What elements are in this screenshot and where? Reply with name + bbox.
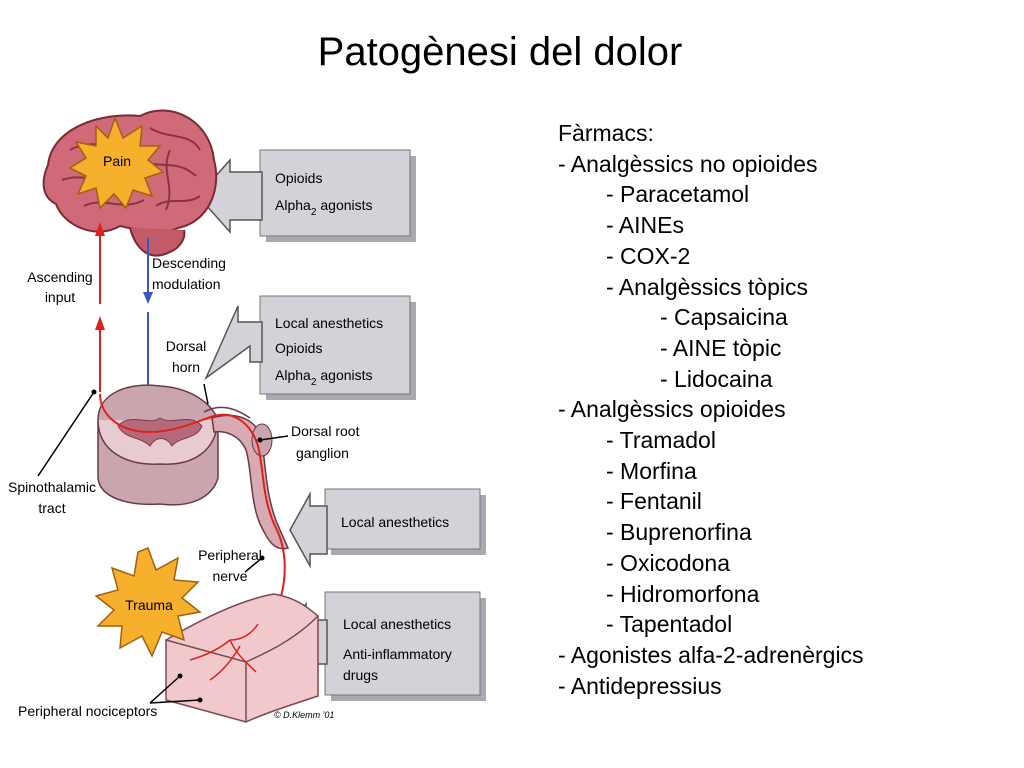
- list-item: - Tramadol: [606, 427, 716, 454]
- list-item: - Capsaicina: [660, 304, 788, 331]
- list-item: - Analgèssics tòpics: [606, 273, 808, 300]
- drug-list-heading: Fàrmacs:: [558, 120, 654, 146]
- list-item: - Morfina: [606, 457, 697, 484]
- list-item: - Buprenorfina: [606, 519, 752, 546]
- label-descending-modulation: Descending: [152, 255, 226, 271]
- svg-text:modulation: modulation: [152, 276, 221, 292]
- svg-text:nerve: nerve: [212, 568, 247, 584]
- svg-text:input: input: [45, 289, 75, 305]
- svg-text:Local anesthetics: Local anesthetics: [341, 514, 449, 530]
- svg-text:drugs: drugs: [343, 667, 378, 683]
- list-item: - Paracetamol: [606, 181, 750, 208]
- svg-text:Anti-inflammatory: Anti-inflammatory: [343, 646, 452, 662]
- list-item: - Antidepressius: [558, 672, 722, 699]
- list-item: - Tapentadol: [606, 611, 733, 638]
- drug-box-periphery: Local anesthetics Anti-inflammatory drug…: [279, 591, 486, 701]
- list-item: - AINE tòpic: [660, 334, 782, 361]
- list-item: - Fentanil: [606, 488, 702, 515]
- list-item: - Agonistes alfa-2-adrenèrgics: [558, 641, 864, 668]
- label-dorsal-horn: Dorsal: [166, 338, 206, 354]
- svg-text:Opioids: Opioids: [275, 340, 322, 356]
- svg-text:Local anesthetics: Local anesthetics: [275, 315, 383, 331]
- spinal-cord-illustration: [97, 384, 290, 550]
- label-dorsal-root-ganglion: Dorsal root: [291, 423, 360, 439]
- skin-tissue-illustration: [165, 593, 319, 723]
- label-ascending-input: Ascending: [27, 269, 92, 285]
- svg-text:Opioids: Opioids: [275, 170, 322, 186]
- list-item: - Hidromorfona: [606, 580, 760, 607]
- svg-text:horn: horn: [172, 359, 200, 375]
- list-item: - COX-2: [606, 242, 691, 269]
- trauma-burst-label: Trauma: [125, 597, 173, 613]
- list-item: - Oxicodona: [606, 549, 731, 576]
- list-item: - Analgèssics no opioides: [558, 150, 818, 177]
- label-spinothalamic-tract: Spinothalamic: [8, 479, 96, 495]
- label-peripheral-nerve: Peripheral: [198, 547, 262, 563]
- drug-list: Fàrmacs: - Analgèssics no opioides - Par…: [558, 118, 864, 701]
- pain-burst-label: Pain: [103, 153, 131, 169]
- copyright-note: © D.Klemm '01: [274, 710, 334, 720]
- svg-text:tract: tract: [38, 500, 65, 516]
- list-item: - Lidocaina: [660, 365, 773, 392]
- list-item: - AINEs: [606, 212, 684, 239]
- svg-text:Local anesthetics: Local anesthetics: [343, 616, 451, 632]
- list-item: - Analgèssics opioides: [558, 396, 786, 423]
- label-peripheral-nociceptors: Peripheral nociceptors: [18, 703, 157, 719]
- svg-text:ganglion: ganglion: [296, 445, 349, 461]
- trauma-burst: Trauma: [94, 547, 202, 658]
- page-title: Patogènesi del dolor: [317, 30, 683, 74]
- pain-burst: Pain: [68, 115, 165, 210]
- drug-box-peripheral-nerve: Local anesthetics: [289, 488, 486, 569]
